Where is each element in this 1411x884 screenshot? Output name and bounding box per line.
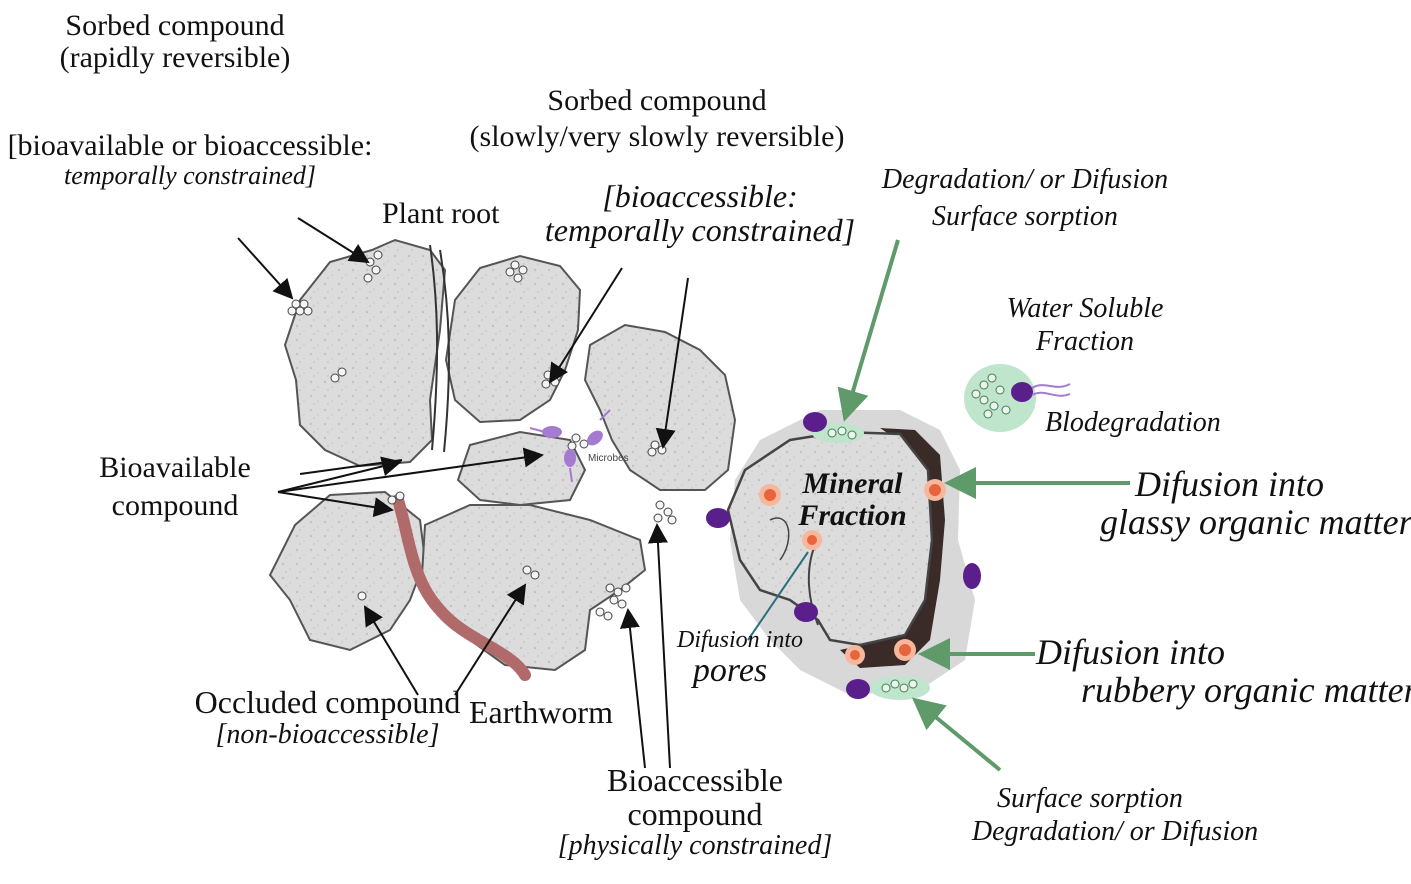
sorbed-slow-label: Sorbed compound (slowly/very slowly reve… [462,85,852,152]
plant-root-label: Plant root [382,198,500,230]
rubbery-line2: rubbery organic matter [1036,672,1411,710]
bioavailable-temporal-label: [bioavailable or bioaccessible: temporal… [5,130,375,189]
surface-sorption-bottom-line1: Surface sorption [955,784,1275,813]
bioaccessible-physical-line3: [physically constrained] [545,831,845,860]
aggregate-top-left [285,240,445,466]
bioaccessible-temporal-label: [bioaccessible: temporally constrained] [520,180,880,247]
biodegrader-flagella [1032,384,1070,396]
aggregate-top-middle [446,256,580,422]
mineral-fraction-line2: Fraction [790,500,915,532]
bioavailable-compound-label: Bioavailable compound [85,452,265,521]
sorbed-slow-line1: Sorbed compound [462,85,852,117]
microbes-label: Microbes [588,454,629,465]
occluded-label: Occluded compound [non-bioaccessible] [190,686,465,749]
degradation-top-line2: Surface sorption [860,202,1190,231]
bioaccessible-physical-line1: Bioaccessible [545,764,845,798]
soil-aggregates [270,240,735,670]
bioaccessible-physical-line2: compound [545,798,845,832]
sorbed-rapid-label: Sorbed compound (rapidly reversible) [55,10,295,73]
pores-line1: Difusion into [665,628,815,653]
surface-sorption-bottom-label: Surface sorption Degradation/ or Difusio… [955,784,1275,847]
glassy-line2: glassy organic matter [1100,504,1411,542]
water-soluble-line2: Fraction [985,327,1185,356]
bioavailable-temporal-line1: [bioavailable or bioaccessible: [5,130,375,162]
biodegradation-label: Blodegradation [1045,408,1221,437]
rubbery-label: Difusion into rubbery organic matter [1036,634,1411,710]
occluded-line2: [non-bioaccessible] [190,720,465,749]
sorbed-rapid-line1: Sorbed compound [55,10,295,42]
degradation-top-line1: Degradation/ or Difusion [860,165,1190,194]
bioavailable-compound-line1: Bioavailable [85,452,265,484]
rubbery-line1: Difusion into [1036,634,1411,672]
mineral-fraction-label: Mineral Fraction [790,468,915,531]
water-soluble-line1: Water Soluble [985,294,1185,323]
bioavailable-temporal-line2: temporally constrained] [5,162,375,189]
glassy-label: Difusion into glassy organic matter [1100,466,1411,542]
sorbed-slow-line2: (slowly/very slowly reversible) [462,121,852,153]
mineral-fraction-line1: Mineral [790,468,915,500]
bioaccessible-temporal-line2: temporally constrained] [520,214,880,248]
pores-line2: pores [645,653,815,689]
earthworm-label: Earthworm [469,696,613,730]
bioavailable-compound-line2: compound [85,490,265,522]
bioaccessible-temporal-line1: [bioaccessible: [520,180,880,214]
sorbed-rapid-line2: (rapidly reversible) [55,42,295,74]
aggregate-top-right [585,325,735,490]
glassy-line1: Difusion into [1100,466,1411,504]
pores-label: Difusion into pores [665,628,815,689]
surface-sorption-bottom-line2: Degradation/ or Difusion [955,817,1275,846]
aggregate-center [458,432,585,505]
bioaccessible-physical-label: Bioaccessible compound [physically const… [545,764,845,861]
degradation-top-label: Degradation/ or Difusion Surface sorptio… [860,165,1190,232]
water-soluble-label: Water Soluble Fraction [985,294,1185,357]
occluded-line1: Occluded compound [190,686,465,720]
